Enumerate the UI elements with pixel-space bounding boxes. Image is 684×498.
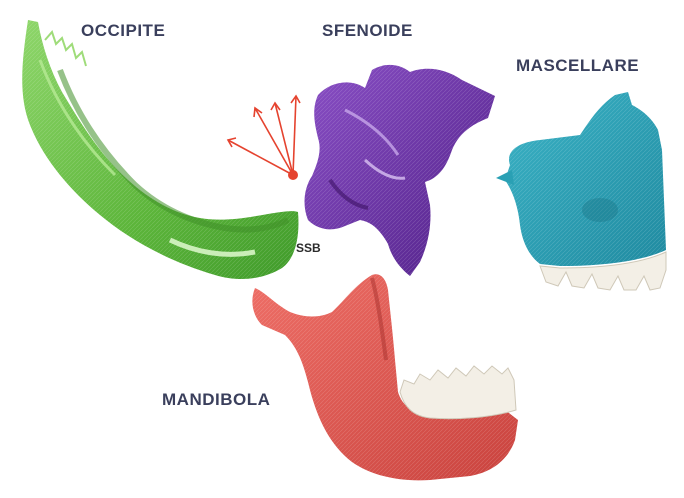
mandibola-teeth xyxy=(400,366,516,419)
label-ssb: SSB xyxy=(296,241,321,255)
label-sfenoide: SFENOIDE xyxy=(322,21,413,41)
label-mandibola: MANDIBOLA xyxy=(162,390,270,410)
sfenoide-bone xyxy=(305,65,495,276)
arrow-up xyxy=(275,103,293,175)
ssb-point xyxy=(288,170,298,180)
occipite-bone xyxy=(22,20,298,279)
label-occipite: OCCIPITE xyxy=(81,21,165,41)
label-mascellare: MASCELLARE xyxy=(516,56,639,76)
mascellare-bone xyxy=(496,92,666,266)
ssb-movement-arrows xyxy=(228,96,300,175)
arrow-upper-right xyxy=(293,96,296,175)
